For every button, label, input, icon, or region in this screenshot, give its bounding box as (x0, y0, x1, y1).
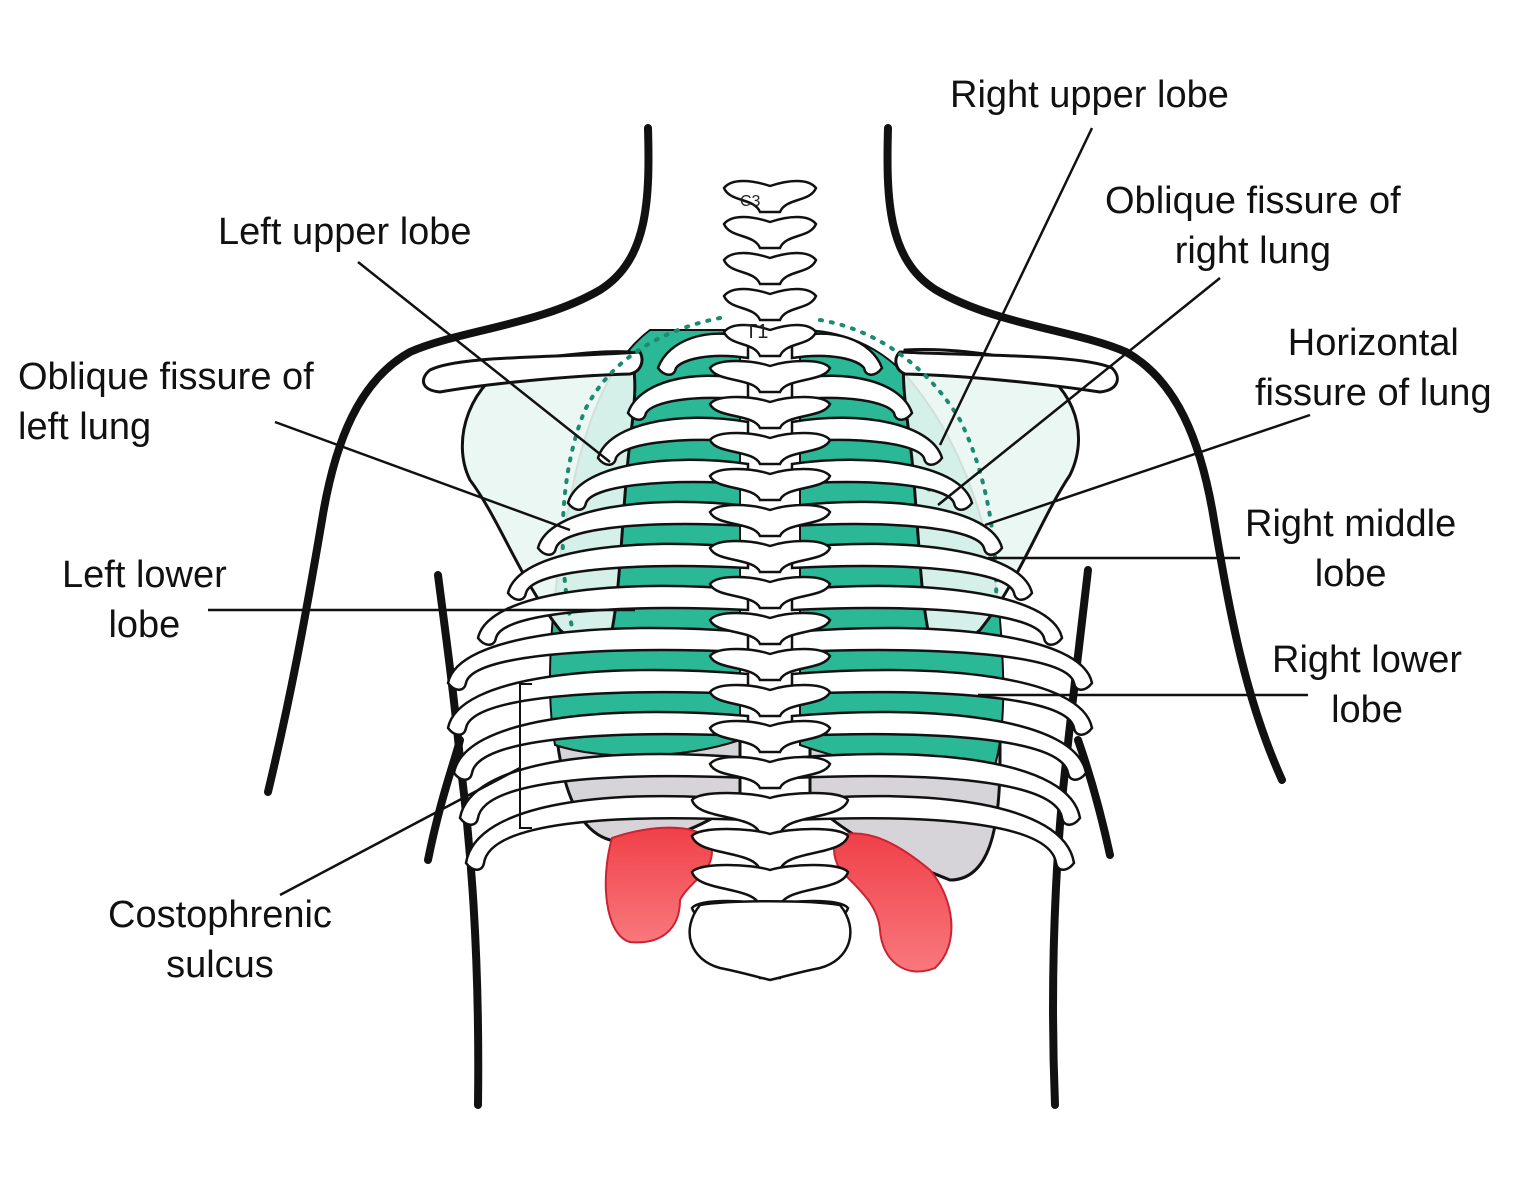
label-costophrenic-sulcus: Costophrenic sulcus (108, 894, 332, 986)
left-kidney (604, 826, 713, 944)
leader-oblique-fissure-right (937, 277, 1221, 506)
rib-left (446, 626, 750, 691)
rib-left (596, 416, 750, 466)
rib-right (790, 710, 1088, 781)
vertebra (708, 611, 832, 646)
rib-left (566, 458, 750, 511)
vertebra (708, 683, 832, 718)
rib-right (790, 500, 1004, 556)
leader-oblique-fissure-left (274, 420, 571, 532)
rib-left (536, 500, 750, 556)
kidneys (604, 826, 953, 973)
right-clavicle (894, 350, 1119, 394)
rib-left (452, 710, 750, 781)
rib-left (464, 794, 750, 871)
leader-left-upper-lobe (357, 261, 611, 463)
label-horizontal-fissure: Horizontal fissure of lung (1255, 322, 1492, 414)
vertebra (722, 215, 818, 250)
vertebra (722, 179, 818, 214)
vertebra (708, 647, 832, 682)
rib-right (790, 332, 884, 376)
vertebra (708, 575, 832, 610)
vertebra (708, 359, 832, 394)
vertebra-label-t1: T1 (745, 321, 768, 343)
rib-right (790, 416, 944, 466)
leader-horizontal-fissure (984, 413, 1311, 527)
rib-right (790, 374, 914, 421)
rib-right (790, 668, 1094, 736)
rib-right (790, 794, 1076, 871)
vertebra (708, 467, 832, 502)
vertebra (708, 539, 832, 574)
rib-cage (446, 332, 1094, 871)
rib-right (790, 626, 1094, 691)
leader-costophrenic-sulcus (279, 766, 521, 897)
vertebra (690, 791, 850, 836)
leader-lines (208, 127, 1311, 897)
rib-right (790, 458, 974, 511)
vertebra (722, 287, 818, 322)
rib-right (790, 584, 1064, 646)
rib-left (506, 542, 750, 601)
costophrenic-bracket (519, 683, 532, 829)
vertebra (708, 395, 832, 430)
vertebra (708, 719, 832, 754)
vertebra (722, 251, 818, 286)
rib-left (458, 752, 750, 826)
label-right-upper-lobe: Right upper lobe (950, 74, 1229, 116)
rib-left (626, 374, 750, 421)
rib-left (446, 668, 750, 736)
rib-left (656, 332, 750, 376)
label-right-lower-lobe: Right lower lobe (1272, 639, 1463, 731)
vertebral-column (688, 179, 852, 982)
left-clavicle (422, 350, 644, 394)
rib-right (790, 542, 1034, 601)
sacrum (688, 900, 852, 982)
label-left-upper-lobe: Left upper lobe (218, 211, 472, 253)
vertebra (690, 827, 850, 872)
vertebra (690, 863, 850, 908)
leader-right-upper-lobe (938, 127, 1094, 446)
label-oblique-fissure-right-lung: Oblique fissure of right lung (1105, 180, 1401, 272)
label-left-lower-lobe: Left lower lobe (62, 554, 227, 646)
vertebra (708, 503, 832, 538)
vertebra-label-c3: C3 (740, 193, 761, 210)
label-oblique-fissure-left-lung: Oblique fissure of left lung (18, 356, 314, 448)
label-right-middle-lobe: Right middle lobe (1245, 503, 1457, 595)
vertebra (708, 431, 832, 466)
rib-right (790, 752, 1082, 826)
vertebra (722, 323, 818, 358)
vertebra (708, 755, 832, 790)
